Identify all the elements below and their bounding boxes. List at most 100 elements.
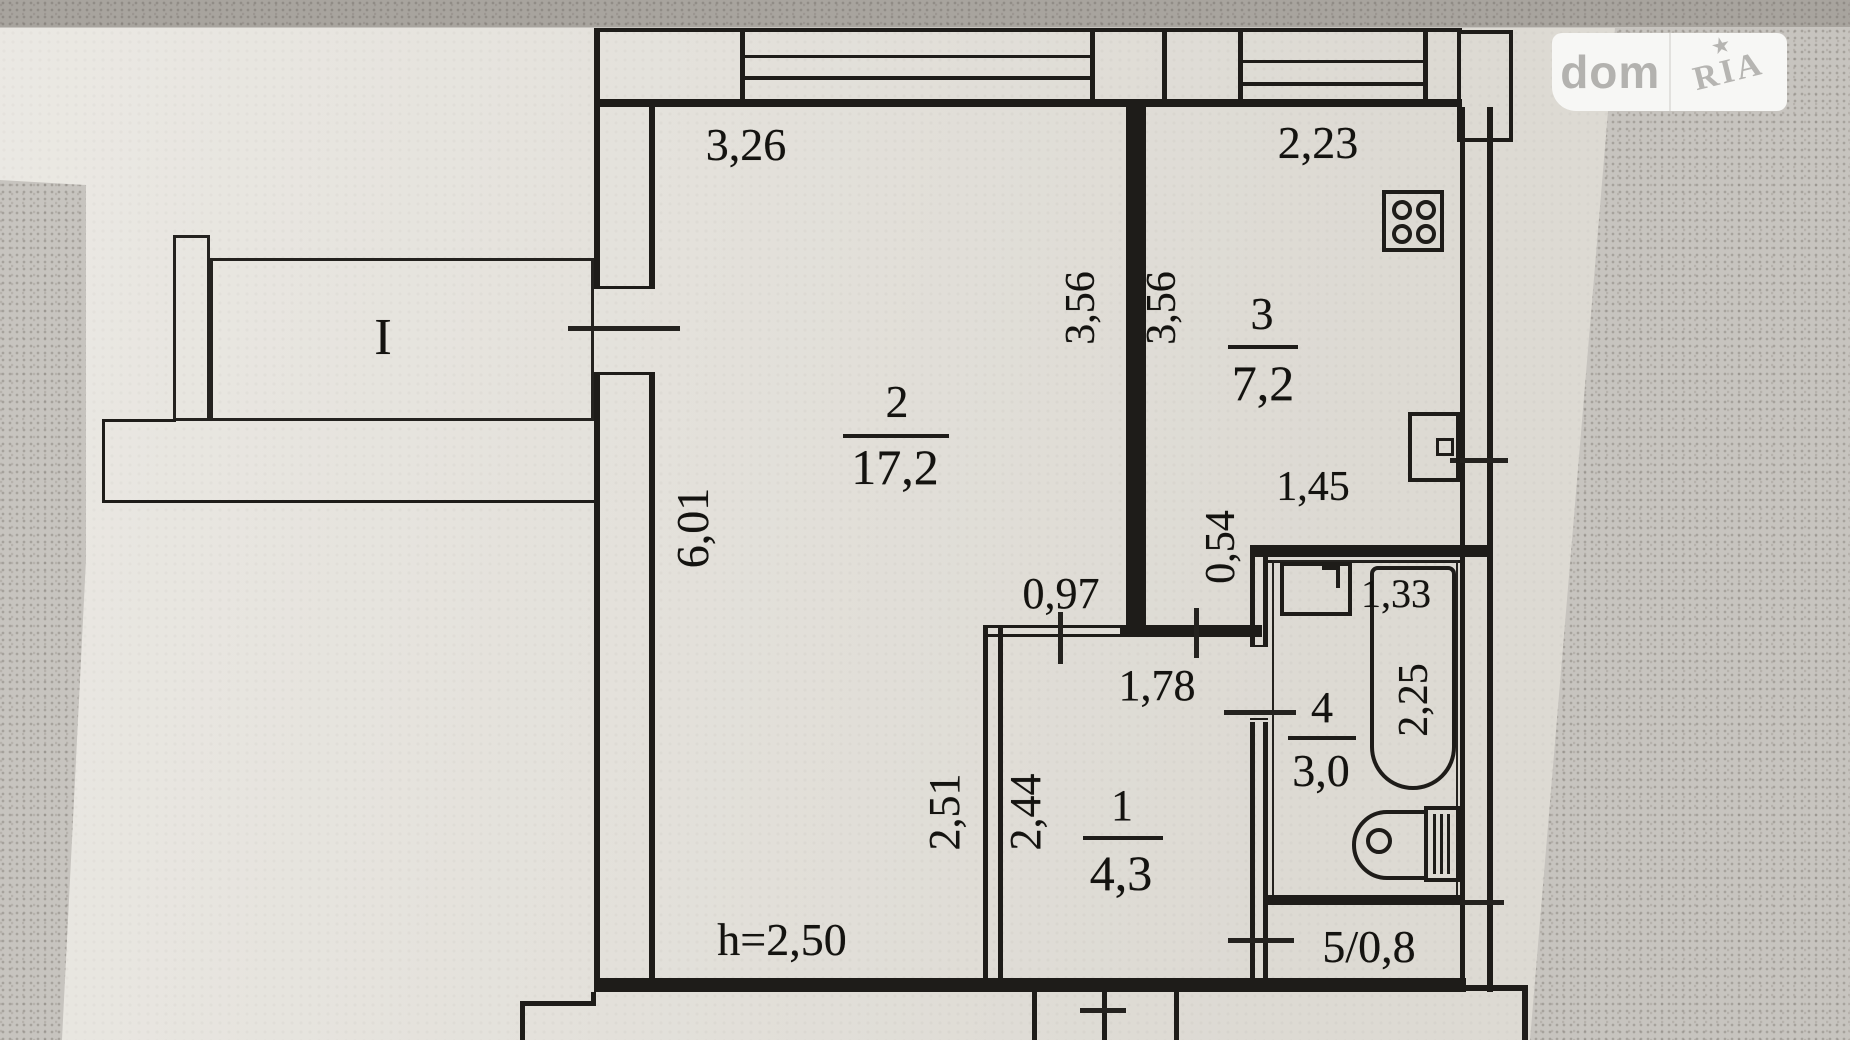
dim-room2-depth: 3,56 bbox=[1058, 271, 1104, 345]
balcony-outline bbox=[210, 258, 594, 421]
bottom-left-step-v1 bbox=[591, 992, 596, 1004]
bath-number: 4 bbox=[1311, 683, 1333, 732]
kitchen-area: 7,2 bbox=[1231, 355, 1295, 411]
bath-left-wall-outer-upper bbox=[1250, 545, 1255, 645]
site-contour-h2 bbox=[102, 500, 596, 503]
window-kitchen-glass-line2 bbox=[1243, 82, 1423, 86]
room2-number: 2 bbox=[885, 376, 909, 427]
stove-icon bbox=[1382, 190, 1444, 252]
site-contour-v bbox=[102, 419, 105, 503]
kitchen-number: 3 bbox=[1250, 288, 1274, 339]
logo-ria-cell: ★ RIA bbox=[1671, 33, 1788, 111]
right-wall-tick-kitchen bbox=[1450, 458, 1508, 463]
toilet-tank-line bbox=[1447, 814, 1450, 874]
dim-room2-width: 3,26 bbox=[705, 119, 787, 170]
balcony-door-tick bbox=[568, 326, 680, 331]
stove-burner-icon bbox=[1392, 200, 1412, 220]
entrance-door-line2 bbox=[1102, 992, 1107, 1040]
logo-ria-text: RIA bbox=[1689, 44, 1768, 99]
balcony-door-sill-top bbox=[594, 286, 655, 289]
toilet-flush-icon bbox=[1366, 828, 1392, 854]
hall-fraction-line bbox=[1083, 836, 1163, 840]
window-room2-glass-line bbox=[745, 55, 1090, 58]
dim-hall-width: 1,78 bbox=[1118, 661, 1196, 710]
hall-top-wall-opening-top bbox=[983, 625, 1123, 628]
toilet-tank-line bbox=[1440, 814, 1443, 874]
bath-fraction-line bbox=[1288, 736, 1356, 740]
hall-top-wall-opening-bottom bbox=[983, 634, 1123, 637]
dim-room2-lower: 2,51 bbox=[920, 773, 969, 851]
hall-left-wall-outer bbox=[983, 625, 988, 978]
dim-hall-door: 0,97 bbox=[1022, 569, 1100, 618]
stove-burner-icon bbox=[1416, 200, 1436, 220]
corner-pilaster bbox=[1457, 30, 1513, 142]
right-wall-tick-storage bbox=[1430, 900, 1504, 905]
bath-door-sill-bottom bbox=[1250, 718, 1268, 720]
kitchen-sink-icon bbox=[1408, 412, 1460, 482]
room2-kitchen-partition bbox=[1126, 107, 1146, 637]
balcony-notch bbox=[173, 235, 210, 421]
bottom-right-step-h bbox=[1466, 985, 1528, 991]
stove-burner-icon bbox=[1416, 224, 1436, 244]
hall-area: 4,3 bbox=[1089, 845, 1153, 901]
dim-kitchen-width: 2,23 bbox=[1277, 117, 1359, 168]
hall-door-tick bbox=[1058, 612, 1063, 664]
logo-dom-cell: dom bbox=[1552, 33, 1669, 111]
dom-ria-logo: dom ★ RIA bbox=[1552, 33, 1787, 111]
balcony-door-sill-bottom bbox=[594, 372, 655, 375]
bottom-left-step-h bbox=[520, 1001, 596, 1006]
bath-sink-icon bbox=[1280, 562, 1352, 616]
window-kitchen-left-jamb bbox=[1238, 28, 1243, 107]
window-room2-left-jamb bbox=[740, 28, 745, 107]
right-wall-inner bbox=[1460, 107, 1465, 978]
storage-label: 5/0,8 bbox=[1322, 921, 1416, 972]
left-wall-inner-lower bbox=[649, 375, 655, 985]
balcony-label: I bbox=[374, 309, 392, 366]
bath-sink-tap-icon bbox=[1336, 566, 1340, 588]
bath-top-wall bbox=[1250, 545, 1492, 557]
toilet-tank-line bbox=[1433, 814, 1436, 874]
room2-fraction-line bbox=[843, 434, 949, 438]
entrance-door-line1 bbox=[1032, 992, 1037, 1040]
bath-left-wall-inner-lower bbox=[1263, 722, 1268, 978]
bottom-right-step-v bbox=[1522, 985, 1528, 1040]
kitchen-sink-tap-icon bbox=[1436, 438, 1454, 456]
toilet-tank-icon bbox=[1424, 806, 1460, 882]
bath-left-wall-outer-lower bbox=[1250, 722, 1255, 978]
top-wall bbox=[594, 99, 1462, 107]
dim-kitchen-passage: 0,54 bbox=[1198, 510, 1244, 584]
dim-kitchen-depth: 3,56 bbox=[1139, 271, 1185, 345]
window-room2-right-jamb bbox=[1090, 28, 1095, 107]
entrance-door-tick bbox=[1080, 1008, 1126, 1013]
hall-number: 1 bbox=[1111, 781, 1133, 830]
stove-burner-icon bbox=[1392, 224, 1412, 244]
dim-room2-length: 6,01 bbox=[667, 487, 718, 569]
bottom-wall bbox=[594, 978, 1466, 992]
room2-area: 17,2 bbox=[851, 439, 939, 495]
bath-area: 3,0 bbox=[1292, 745, 1350, 796]
hall-top-wall bbox=[1120, 625, 1262, 637]
bath-sink-tap-icon bbox=[1322, 566, 1340, 570]
window-kitchen-right-jamb bbox=[1423, 28, 1428, 107]
logo-divider bbox=[1668, 33, 1671, 111]
dim-bath-depth: 2,25 bbox=[1391, 663, 1437, 737]
bath-door-sill-top bbox=[1250, 645, 1268, 647]
hall-left-wall-inner bbox=[998, 625, 1003, 978]
site-contour-h1 bbox=[102, 419, 176, 422]
facade-top-line bbox=[594, 28, 1462, 32]
bath-storage-divider bbox=[1268, 895, 1460, 905]
bath-door-tick bbox=[1224, 710, 1296, 715]
window-kitchen-glass-line bbox=[1243, 60, 1423, 63]
bath-left-wall-inner-upper bbox=[1263, 545, 1268, 645]
ceiling-height-label: h=2,50 bbox=[717, 914, 847, 965]
left-wall-inner-upper bbox=[649, 107, 655, 288]
left-wall-outer-upper bbox=[594, 28, 600, 288]
dim-kitchen-recess: 1,45 bbox=[1276, 464, 1350, 510]
storage-door-tick bbox=[1228, 938, 1294, 943]
left-wall-outer-lower bbox=[594, 375, 600, 988]
dim-bath-fixture: 1,33 bbox=[1361, 571, 1431, 616]
scan-edge-shadow bbox=[0, 0, 1850, 27]
bathtub-icon bbox=[1370, 566, 1456, 790]
